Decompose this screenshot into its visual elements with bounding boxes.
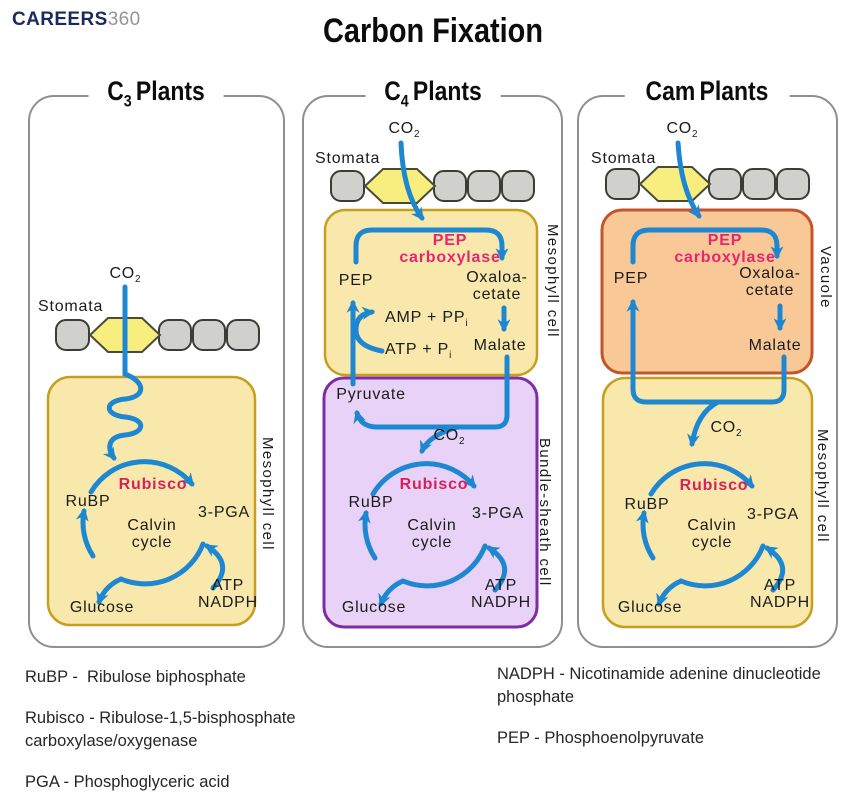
c3-arrows <box>83 284 223 602</box>
cam-vacuole-label: Vacuole <box>817 246 834 309</box>
c4-co2-entry-arrow <box>398 140 425 221</box>
c4-co2-label: CO2 <box>388 120 420 141</box>
cam-malate-label: Malate <box>748 337 802 354</box>
logo-360-text: 360 <box>107 9 141 30</box>
c4-oxaloacetate-label: Oxaloa-cetate <box>466 269 528 304</box>
c4-atp-amp-recycle-arrow <box>353 306 385 354</box>
c3-co2-label: CO2 <box>109 265 141 286</box>
legend-nadph: NADPH - Nicotinamide adenine dinucleotid… <box>497 665 826 706</box>
cam-3pga-label: 3-PGA <box>746 506 800 523</box>
c4-glucose-label: Glucose <box>341 599 407 616</box>
cam-co2-inner-label: CO2 <box>710 419 742 440</box>
cam-rubisco-label: Rubisco <box>679 477 749 494</box>
legend-left-column: RuBP - Ribulose biphosphate Rubisco - Ri… <box>25 666 335 802</box>
c4-mesophyll-cell-box <box>323 208 539 377</box>
cam-arrows <box>626 140 787 604</box>
page-title: Carbon Fixation <box>323 12 543 50</box>
c4-stomata-label: Stomata <box>315 150 381 167</box>
c4-pyruvate-label: Pyruvate <box>336 386 406 403</box>
c4-rubisco-label: Rubisco <box>399 476 469 493</box>
cam-glucose-label: Glucose <box>617 599 683 616</box>
cam-vacuole-box <box>600 208 814 375</box>
c3-co2-entry-arrow <box>102 284 144 461</box>
careers360-logo: CAREERS360 <box>12 9 141 31</box>
cam-mesophyll-cell-label: Mesophyll cell <box>814 429 831 543</box>
c4-bundle-sheath-cell-box <box>322 376 539 629</box>
c4-3pga-label: 3-PGA <box>471 505 525 522</box>
legend-pga: PGA - Phosphoglyceric acid <box>25 773 230 791</box>
c4-pep-to-oxaloacetate-arrow <box>353 227 509 265</box>
cam-mesophyll-cell-box <box>601 376 814 629</box>
logo-careers-text: CAREERS <box>12 9 108 30</box>
c3-mesophyll-cell-box <box>46 375 257 627</box>
c3-stomata-graphic <box>55 317 260 353</box>
c4-arrows <box>346 140 511 604</box>
c4-co2-release-arrow <box>419 424 461 454</box>
c4-amp-ppi-label: AMP + PPi <box>385 309 468 330</box>
cam-pep-to-oxaloacetate-arrow <box>630 227 784 265</box>
cam-stomata-label: Stomata <box>591 150 657 167</box>
cam-co2-label: CO2 <box>666 120 698 141</box>
legend-right-column: NADPH - Nicotinamide adenine dinucleotid… <box>497 663 849 768</box>
c3-rubp-label: RuBP <box>65 493 111 510</box>
legend-rubisco: Rubisco - Ribulose-1,5-bisphosphate carb… <box>25 709 301 750</box>
c4-mesophyll-cell-label: Mesophyll cell <box>544 224 561 338</box>
c4-malate-to-pyruvate-arrow <box>353 354 510 430</box>
cam-stomata-graphic <box>605 166 810 202</box>
cam-co2-entry-arrow <box>675 140 702 219</box>
c4-co2-inner-label: CO2 <box>433 427 465 448</box>
cam-rubp-label: RuBP <box>624 496 670 513</box>
c3-3pga-label: 3-PGA <box>197 504 251 521</box>
c3-mesophyll-cell-label: Mesophyll cell <box>259 437 276 551</box>
c3-stomata-label: Stomata <box>38 298 104 315</box>
c4-stomata-graphic <box>330 168 535 204</box>
cam-co2-release-arrow <box>687 399 721 448</box>
cam-malate-to-pep-arrow <box>626 298 787 405</box>
cam-oxaloacetate-label: Oxaloa-cetate <box>739 265 801 300</box>
c3-glucose-label: Glucose <box>69 599 135 616</box>
c4-atp-pi-label: ATP + Pi <box>385 341 452 362</box>
cam-pep-label: PEP <box>613 270 649 287</box>
legend-pep: PEP - Phosphoenolpyruvate <box>497 729 704 747</box>
c4-pep-label: PEP <box>338 272 374 289</box>
legend-rubp: RuBP - Ribulose biphosphate <box>25 668 246 686</box>
c4-rubp-label: RuBP <box>348 494 394 511</box>
c4-malate-label: Malate <box>473 337 527 354</box>
c4-bundle-sheath-cell-label: Bundle-sheath cell <box>536 438 553 587</box>
c3-rubisco-label: Rubisco <box>118 476 188 493</box>
